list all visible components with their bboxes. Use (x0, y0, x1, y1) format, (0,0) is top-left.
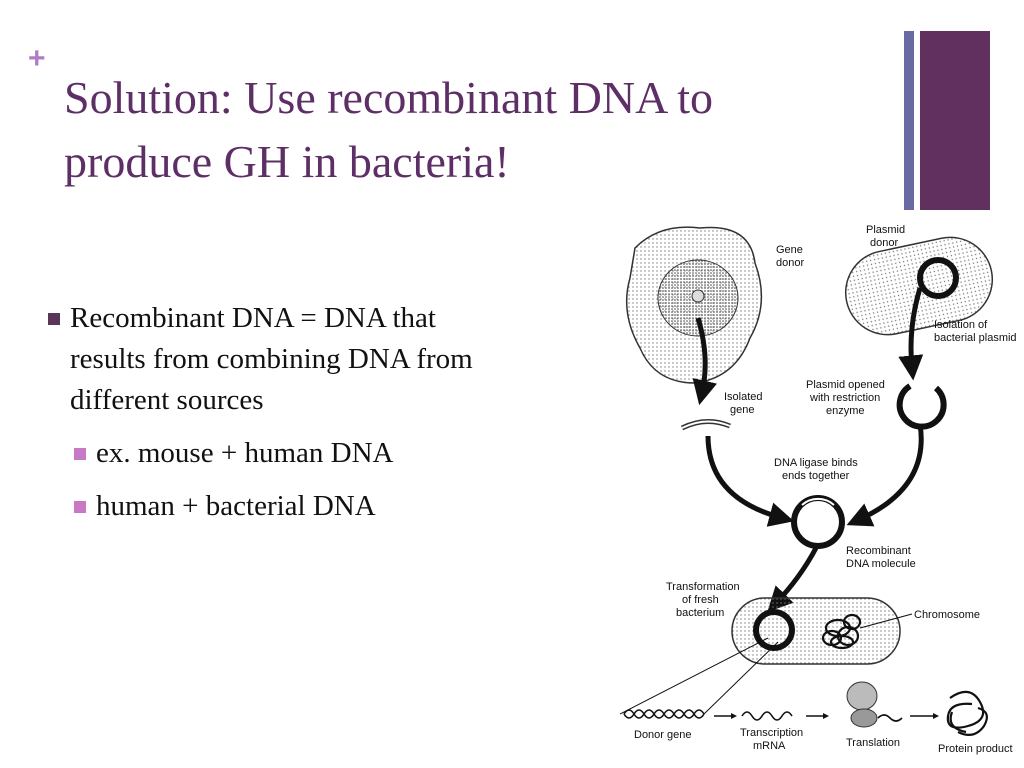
arrow-gene-to-ligase (705, 435, 795, 527)
accent-bar-thick (920, 31, 990, 210)
label-donor-gene: Donor gene (634, 729, 692, 741)
label-transcription-2: mRNA (753, 740, 786, 752)
label-isolated-gene-2: gene (730, 404, 754, 416)
chromosome-tangle (821, 613, 862, 650)
arrow-gene-isolation (692, 317, 717, 406)
arrow-transformation (767, 546, 819, 613)
recombinant-dna-diagram: Gene donor Plasmid donor Isolation of ba… (620, 224, 1017, 755)
chromosome-pointer (859, 613, 913, 629)
plasmid-donor-bacterium (844, 236, 994, 336)
label-ligase-1: DNA ligase binds (774, 457, 858, 469)
bullet-sub-2: human + bacterial DNA (44, 486, 604, 527)
bullet-list: Recombinant DNA = DNA that results from … (44, 298, 604, 527)
slide-title: Solution: Use recombinant DNA to produce… (64, 66, 884, 194)
label-chromosome: Chromosome (914, 609, 980, 621)
mrna-strand (741, 711, 793, 721)
title-line-1: Solution: Use recombinant DNA to (64, 72, 714, 123)
gene-donor-cell (625, 226, 763, 384)
pathway-line-left (620, 637, 769, 715)
label-plasmid-donor-2: donor (870, 237, 898, 249)
donor-gene-helix (623, 709, 705, 719)
opened-plasmid (896, 383, 947, 430)
label-recombinant-1: Recombinant (846, 545, 911, 557)
transformed-bacterium (731, 597, 901, 665)
label-transformation-1: Transformation (666, 581, 740, 593)
arrow-plasmid-to-ligase (846, 423, 924, 527)
label-transformation-2: of fresh (682, 594, 719, 606)
label-gene-donor-1: Gene (776, 244, 803, 256)
label-transformation-3: bacterium (676, 607, 724, 619)
plus-icon: + (28, 42, 46, 75)
label-translation: Translation (846, 737, 900, 749)
label-ligase-2: ends together (782, 470, 850, 482)
pathway-line-right (703, 641, 779, 715)
bullet-sub-1: ex. mouse + human DNA (44, 433, 604, 474)
label-protein-product: Protein product (938, 743, 1013, 755)
recombinant-dna-molecule (791, 495, 845, 549)
label-plasmid-donor-1: Plasmid (866, 224, 905, 236)
label-recombinant-2: DNA molecule (846, 558, 916, 570)
label-plasmid-opened-1: Plasmid opened (806, 379, 885, 391)
label-isolated-gene-1: Isolated (724, 391, 763, 403)
bullet-main: Recombinant DNA = DNA that results from … (44, 298, 604, 421)
label-plasmid-opened-2: with restriction (809, 392, 880, 404)
bullet-sub-2-text: human + bacterial DNA (96, 490, 376, 522)
arrow-plasmid-isolation (898, 287, 924, 381)
ribosome (846, 681, 903, 728)
label-isolation-2: bacterial plasmid (934, 332, 1017, 344)
label-transcription-1: Transcription (740, 727, 803, 739)
title-line-2: produce GH in bacteria! (64, 136, 510, 187)
label-plasmid-opened-3: enzyme (826, 405, 865, 417)
bullet-main-line-3: different sources (70, 384, 264, 416)
label-gene-donor-2: donor (776, 257, 804, 269)
protein-product (946, 690, 989, 737)
bullet-main-line-1: Recombinant DNA = DNA that (70, 302, 436, 334)
bullet-main-line-2: results from combining DNA from (70, 343, 473, 375)
bullet-sub-1-text: ex. mouse + human DNA (96, 437, 394, 469)
accent-bar-thin (904, 31, 914, 210)
label-isolation-1: Isolation of (934, 319, 988, 331)
